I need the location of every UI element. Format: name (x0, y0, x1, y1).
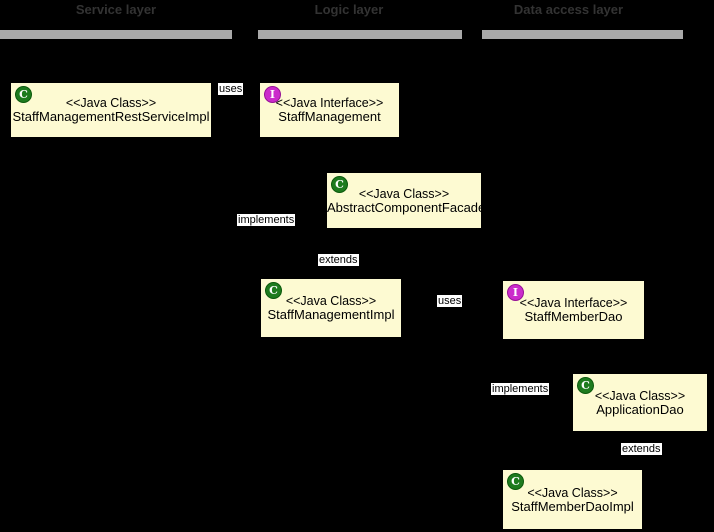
edge-label-implements-2[interactable]: implements (491, 383, 550, 395)
uml-node-staffmemberdao[interactable]: I <<Java Interface>> StaffMemberDao (502, 280, 645, 340)
uml-node-staffmanagement[interactable]: I <<Java Interface>> StaffManagement (259, 82, 400, 138)
layer-bar (258, 30, 462, 39)
class-icon: C (507, 473, 524, 490)
interface-icon: I (507, 284, 524, 301)
stereotype-label: <<Java Interface>> (275, 96, 384, 110)
stereotype-label: <<Java Class>> (527, 485, 618, 500)
class-name: StaffManagementRestServiceImpl (12, 109, 210, 124)
class-icon: C (577, 377, 594, 394)
stereotype-label: <<Java Class>> (65, 96, 157, 110)
class-icon: C (331, 176, 348, 193)
stereotype-label: <<Java Class>> (285, 294, 377, 308)
uml-node-staffmemberdaoimpl[interactable]: C <<Java Class>> StaffMemberDaoImpl (502, 469, 643, 530)
uml-node-staffmanagementimpl[interactable]: C <<Java Class>> StaffManagementImpl (260, 278, 402, 338)
class-icon: C (15, 86, 32, 103)
layer-header-logic: Logic layer (258, 0, 462, 40)
class-name: StaffManagement (278, 109, 381, 124)
edge-label-extends-1[interactable]: extends (318, 254, 359, 266)
class-name: ApplicationDao (596, 401, 684, 417)
layer-title: Logic layer (314, 2, 384, 17)
layer-bar (0, 30, 232, 39)
stereotype-label: <<Java Class>> (358, 186, 450, 201)
class-name: AbstractComponentFacade (327, 199, 486, 215)
stereotype-label: <<Java Class>> (594, 388, 686, 403)
class-name: StaffMemberDao (524, 309, 623, 324)
class-name: StaffMemberDaoImpl (511, 498, 634, 514)
stereotype-label: <<Java Interface>> (519, 296, 628, 310)
layer-bar (482, 30, 683, 39)
edge-label-uses-1[interactable]: uses (218, 83, 244, 95)
uml-node-applicationdao[interactable]: C <<Java Class>> ApplicationDao (572, 373, 708, 432)
edge-label-implements-1[interactable]: implements (237, 214, 296, 226)
layer-title: Data access layer (513, 2, 624, 17)
edge-label-extends-2[interactable]: extends (621, 443, 662, 455)
uml-node-abstractcomponentfacade[interactable]: C <<Java Class>> AbstractComponentFacade (326, 172, 486, 229)
layer-title: Service layer (75, 2, 157, 17)
layer-header-service: Service layer (0, 0, 232, 40)
class-name: StaffManagementImpl (267, 307, 395, 322)
uml-node-staffmanagementrestserviceimpl[interactable]: C <<Java Class>> StaffManagementRestServ… (10, 82, 212, 138)
layer-header-data-access: Data access layer (482, 0, 683, 40)
interface-icon: I (264, 86, 281, 103)
edge-label-uses-2[interactable]: uses (437, 295, 463, 307)
class-icon: C (265, 282, 282, 299)
